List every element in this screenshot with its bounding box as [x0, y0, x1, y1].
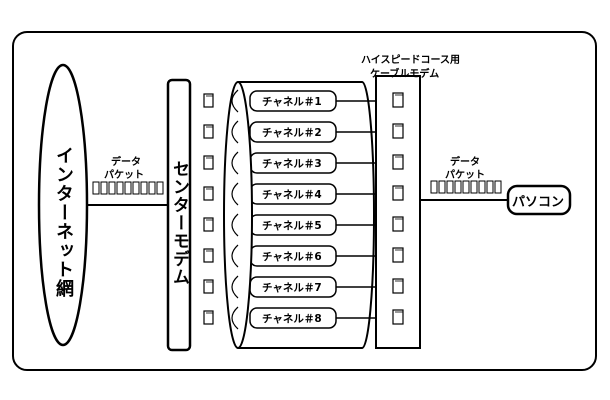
data-packet-icon	[462, 180, 470, 194]
data-packet-icon	[156, 181, 164, 195]
channel-input-packet	[203, 155, 214, 170]
channel-input-packet	[203, 248, 214, 263]
tube-channel-arc	[231, 151, 239, 175]
pc-label: パソコン	[512, 195, 565, 210]
data-packet-icon	[454, 180, 462, 194]
data-packet-icon	[100, 181, 108, 195]
center-modem-box	[166, 78, 192, 352]
data-packet-icon	[470, 180, 478, 194]
cable-modem-port	[392, 92, 404, 108]
data-packet-icon	[140, 181, 148, 195]
tube-channel-arc	[231, 182, 239, 206]
pc-box	[506, 184, 572, 216]
outer-frame	[12, 31, 597, 371]
cable-modem-port	[392, 247, 404, 263]
cable-modem-port	[392, 216, 404, 232]
right-data-label-line1: データ	[450, 157, 480, 168]
internet-label: インターネット網	[53, 146, 74, 298]
channel-label: チャネル＃7	[262, 282, 322, 294]
tube-channel-arc	[231, 244, 239, 268]
center-modem-label: センターモデム	[169, 160, 189, 286]
tube-channel-arc	[231, 306, 239, 330]
channel-input-packet	[203, 186, 214, 201]
cable-modem-port	[392, 185, 404, 201]
left-data-label-line2: パケット	[104, 170, 144, 181]
cable-modem-ports	[392, 92, 404, 325]
tube-channel-arc	[231, 120, 239, 144]
channel-label: チャネル＃6	[262, 251, 322, 263]
left-data-packets	[92, 181, 164, 195]
cable-modem-port	[392, 123, 404, 139]
channel-input-packet	[203, 279, 214, 294]
channel-shapes	[203, 90, 394, 329]
channel-label: チャネル＃5	[262, 220, 322, 232]
channel-input-packet	[203, 93, 214, 108]
channel-label: チャネル＃4	[262, 189, 322, 201]
tube-front-end	[223, 81, 253, 349]
data-packet-icon	[430, 180, 438, 194]
cable-modem-port	[392, 309, 404, 325]
right-data-label-line2: パケット	[445, 170, 485, 181]
tube-inner-arcs	[231, 89, 239, 330]
cable-modem-port	[392, 154, 404, 170]
channel-label: チャネル＃3	[262, 158, 322, 170]
channel-input-packet	[203, 310, 214, 325]
left-data-label-line1: データ	[111, 157, 141, 168]
channel-label: チャネル＃2	[262, 127, 322, 139]
data-packet-icon	[116, 181, 124, 195]
right-data-packets	[430, 180, 502, 194]
channel-label: チャネル＃8	[262, 313, 322, 325]
tube-channel-arc	[231, 89, 239, 113]
channel-label: チャネル＃1	[262, 96, 322, 108]
cable-modem-port	[392, 278, 404, 294]
cable-modem-box	[375, 75, 421, 349]
channel-input-packet	[203, 217, 214, 232]
channel-input-packet	[203, 124, 214, 139]
data-packet-icon	[478, 180, 486, 194]
data-packet-icon	[446, 180, 454, 194]
data-packet-icon	[494, 180, 502, 194]
tube-channel-arc	[231, 213, 239, 237]
cable-modem-label-line2: ケーブルモデム	[370, 69, 440, 80]
tube-channel-arc	[231, 275, 239, 299]
data-packet-icon	[486, 180, 494, 194]
data-packet-icon	[92, 181, 100, 195]
data-packet-icon	[148, 181, 156, 195]
data-packet-icon	[124, 181, 132, 195]
data-packet-icon	[438, 180, 446, 194]
cable-modem-label-line1: ハイスピードコース用	[361, 55, 460, 66]
data-packet-icon	[132, 181, 140, 195]
data-packet-icon	[108, 181, 116, 195]
